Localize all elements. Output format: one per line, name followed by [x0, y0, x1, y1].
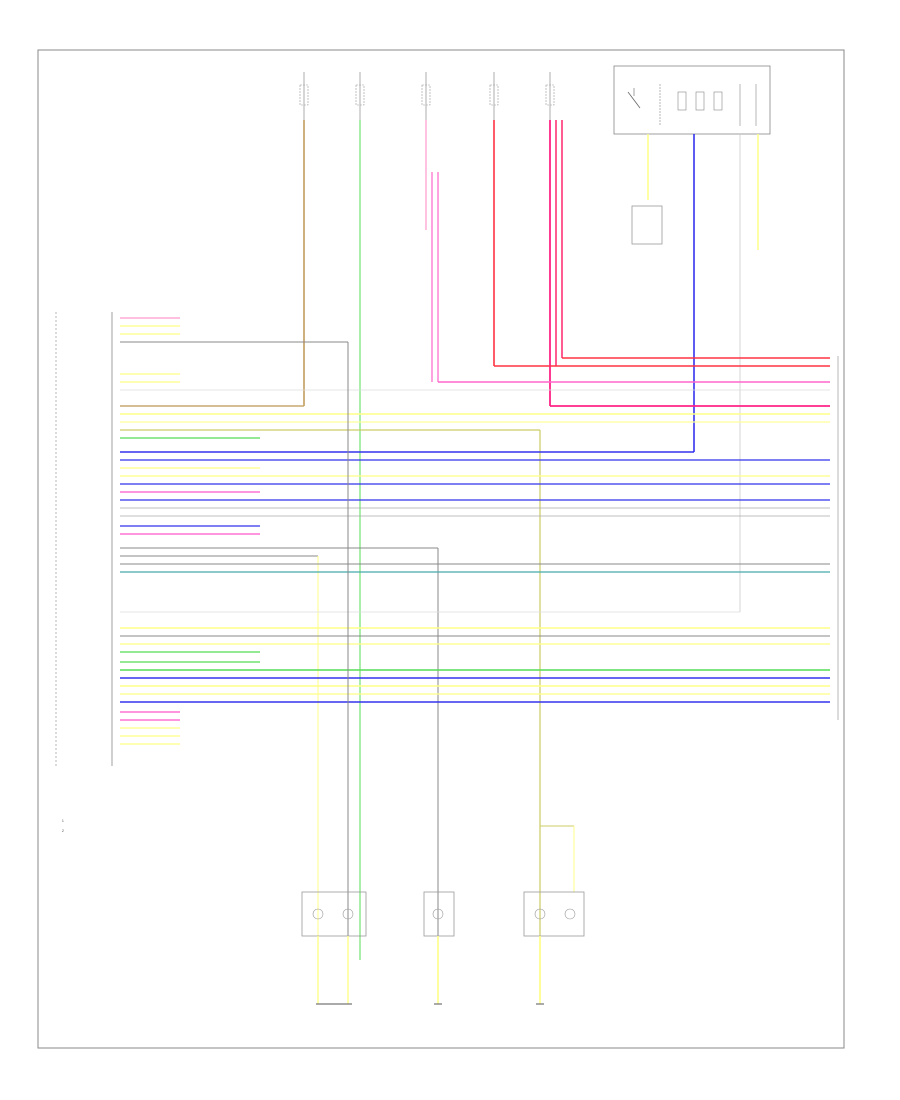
fuse-group [299, 72, 555, 120]
relay-box [613, 65, 771, 135]
legend: 1 2 [62, 819, 64, 833]
legend-num-2: 2 [62, 829, 64, 833]
fuse-1 [299, 72, 309, 120]
wire-runs [120, 317, 830, 1000]
legend-num-1: 1 [62, 819, 64, 823]
diagram-frame [37, 49, 845, 1049]
fuse-2 [355, 72, 365, 120]
component-3 [523, 825, 585, 937]
fuse-4 [489, 72, 499, 120]
fuse-3 [421, 72, 431, 120]
switch-component [631, 205, 663, 245]
fuse-5 [545, 72, 555, 120]
component-1 [301, 891, 367, 937]
module-connector [55, 312, 113, 766]
component-2 [423, 891, 455, 937]
